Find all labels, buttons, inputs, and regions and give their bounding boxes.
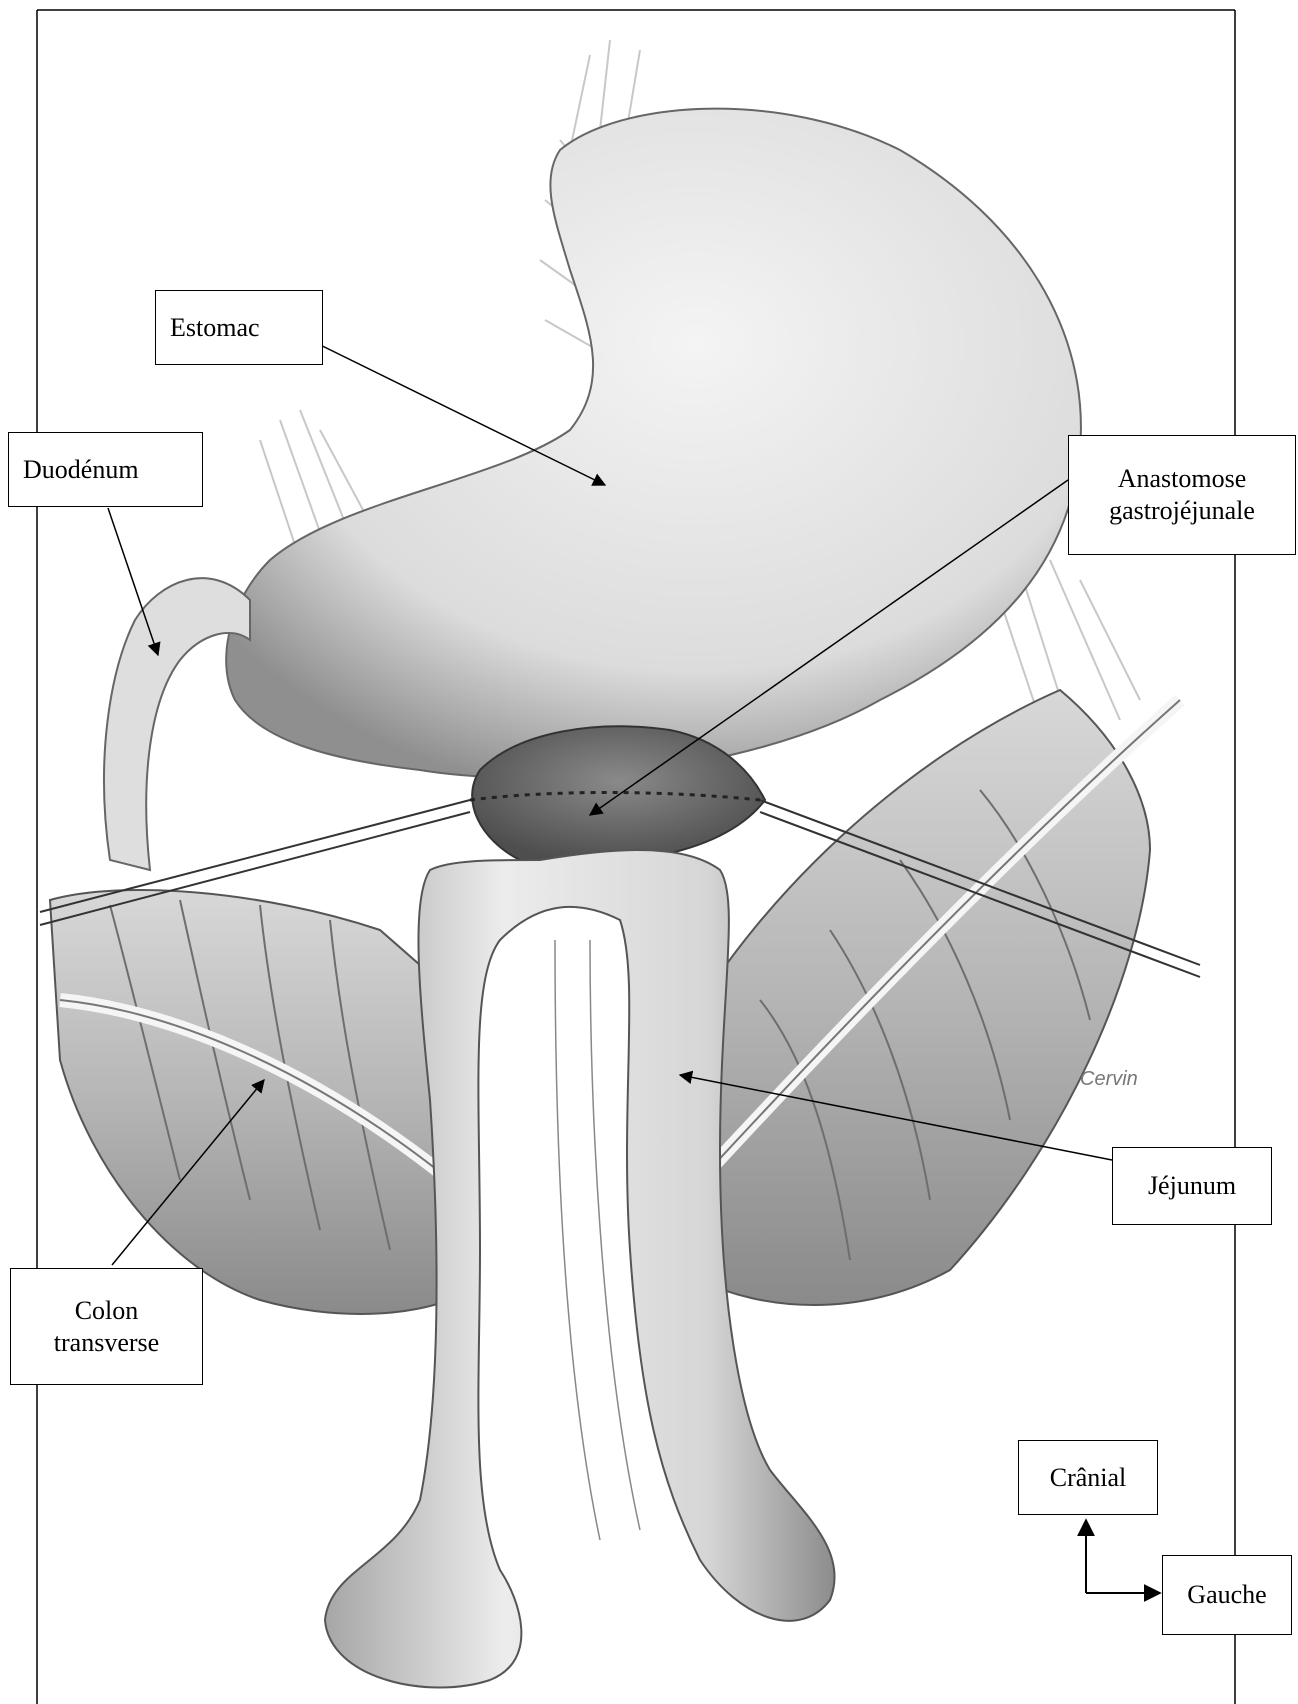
- transverse-colon-right: [690, 690, 1180, 1305]
- label-duodenum: Duodénum: [8, 432, 203, 507]
- duodenum: [104, 578, 250, 870]
- label-cranial: Crânial: [1018, 1440, 1158, 1515]
- transverse-colon-left: [50, 890, 470, 1314]
- label-anastomose: Anastomose gastrojéjunale: [1068, 435, 1296, 555]
- label-colon-transverse: Colon transverse: [10, 1268, 203, 1385]
- artist-signature: Cervin: [1080, 1068, 1138, 1090]
- label-estomac: Estomac: [155, 290, 323, 365]
- label-gauche: Gauche: [1162, 1555, 1292, 1635]
- estomac-leader: [300, 335, 605, 485]
- stomach: [226, 109, 1081, 778]
- label-jejunum: Jéjunum: [1112, 1147, 1272, 1225]
